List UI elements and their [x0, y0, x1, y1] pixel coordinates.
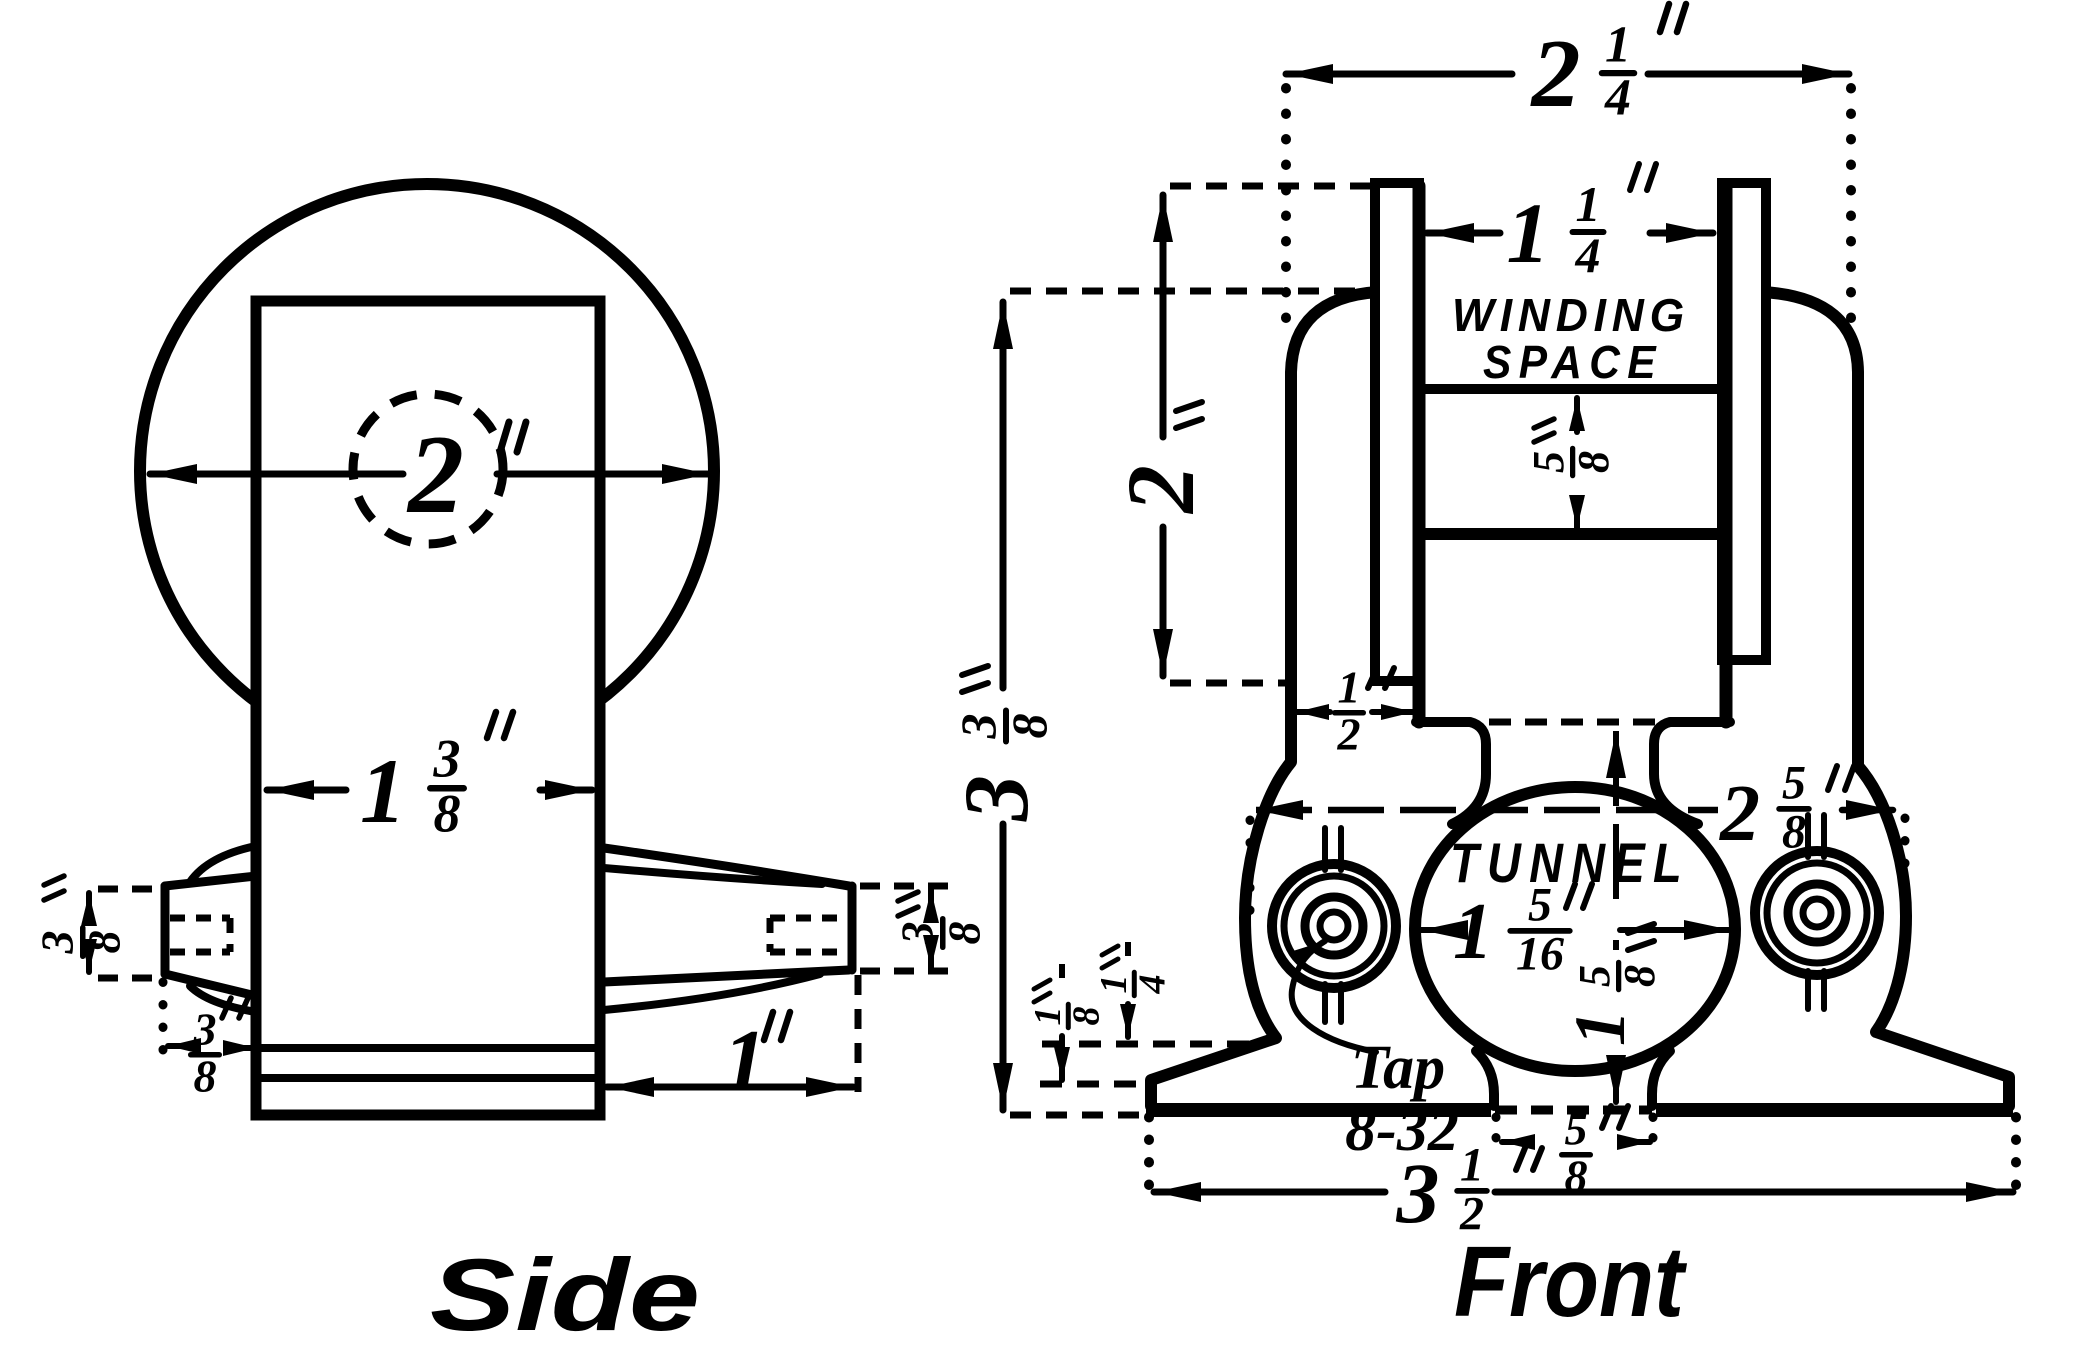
- svg-text:5: 5: [1570, 965, 1619, 987]
- svg-text:8: 8: [1569, 451, 1618, 473]
- svg-text:Front: Front: [1454, 1226, 1687, 1338]
- svg-text:1: 1: [1507, 185, 1550, 281]
- svg-text:1: 1: [360, 740, 406, 842]
- svg-text:5: 5: [1524, 451, 1573, 473]
- svg-text:2: 2: [1530, 20, 1581, 128]
- svg-text:2: 2: [1719, 770, 1760, 858]
- svg-text:5: 5: [1782, 756, 1806, 809]
- svg-text:WINDING: WINDING: [1452, 289, 1690, 341]
- svg-text:SPACE: SPACE: [1483, 336, 1663, 388]
- svg-text:Side: Side: [430, 1238, 700, 1352]
- svg-text:3: 3: [892, 922, 943, 946]
- svg-text:4: 4: [1604, 70, 1631, 127]
- svg-text:8: 8: [434, 783, 461, 843]
- svg-text:1: 1: [1605, 17, 1631, 74]
- svg-text:16: 16: [1516, 927, 1564, 980]
- svg-text:1: 1: [1027, 1007, 1069, 1026]
- svg-text:1: 1: [723, 1013, 767, 1110]
- svg-text:5: 5: [1528, 878, 1552, 931]
- svg-text:3: 3: [945, 775, 1047, 822]
- svg-text:5: 5: [1565, 1104, 1588, 1155]
- svg-text:2: 2: [1459, 1187, 1484, 1240]
- svg-text:3: 3: [433, 728, 461, 788]
- svg-text:TUNNEL: TUNNEL: [1450, 831, 1690, 894]
- svg-text:Tap: Tap: [1351, 1034, 1445, 1102]
- svg-text:1: 1: [1453, 888, 1493, 976]
- svg-text:8: 8: [194, 1051, 217, 1102]
- svg-text:2: 2: [406, 413, 464, 537]
- svg-text:1: 1: [1093, 975, 1135, 994]
- svg-text:3: 3: [950, 714, 1006, 740]
- svg-text:8: 8: [1782, 805, 1806, 858]
- svg-text:1: 1: [1576, 176, 1601, 232]
- svg-text:2: 2: [1107, 465, 1214, 515]
- svg-text:8: 8: [1066, 1007, 1108, 1026]
- svg-text:1: 1: [1560, 1010, 1640, 1046]
- svg-text:4: 4: [1575, 227, 1601, 283]
- svg-text:8: 8: [79, 931, 130, 954]
- svg-text:2: 2: [1337, 709, 1361, 760]
- svg-text:3: 3: [193, 1004, 217, 1055]
- svg-text:8: 8: [1615, 965, 1664, 987]
- svg-text:3: 3: [1396, 1145, 1440, 1241]
- svg-text:8-32: 8-32: [1345, 1096, 1459, 1164]
- svg-text:4: 4: [1132, 975, 1174, 995]
- svg-text:8: 8: [1001, 714, 1057, 739]
- svg-text:3: 3: [32, 931, 83, 955]
- svg-text:8: 8: [939, 922, 990, 945]
- svg-text:1: 1: [1338, 662, 1361, 713]
- svg-text:1: 1: [1460, 1138, 1484, 1191]
